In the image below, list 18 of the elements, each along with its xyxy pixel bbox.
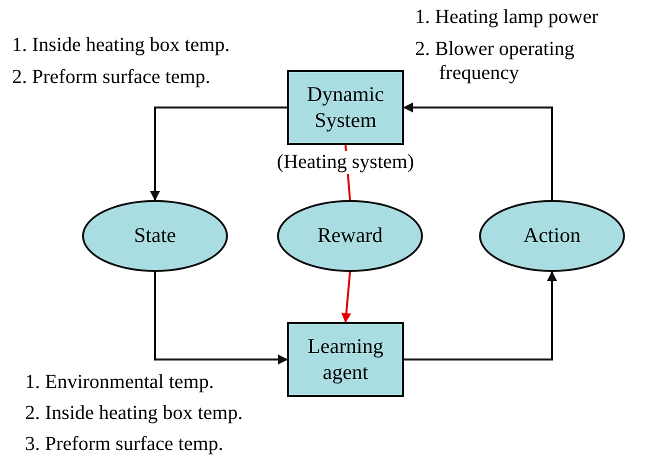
arrow bbox=[403, 102, 553, 200]
list-item: 2. Blower operating frequency bbox=[415, 37, 576, 85]
ellipse-node: State bbox=[82, 200, 228, 272]
list-item: 1. Environmental temp. bbox=[25, 370, 214, 394]
list-item: 1. Inside heating box temp. bbox=[12, 33, 230, 57]
list-item: 2. Preform surface temp. bbox=[12, 65, 210, 89]
ellipse-node: Action bbox=[479, 200, 625, 272]
arrow bbox=[150, 106, 287, 201]
arrow bbox=[404, 271, 557, 360]
ellipse-node: Reward bbox=[277, 200, 423, 272]
process-box: Learning agent bbox=[287, 322, 404, 397]
arrow bbox=[341, 272, 352, 323]
arrow bbox=[154, 272, 288, 364]
node-caption: (Heating system) bbox=[276, 151, 416, 174]
process-box: Dynamic System bbox=[287, 70, 404, 145]
list-item: 1. Heating lamp power bbox=[415, 5, 598, 29]
list-item: 2. Inside heating box temp. bbox=[25, 401, 243, 425]
list-item: 3. Preform surface temp. bbox=[25, 432, 224, 456]
